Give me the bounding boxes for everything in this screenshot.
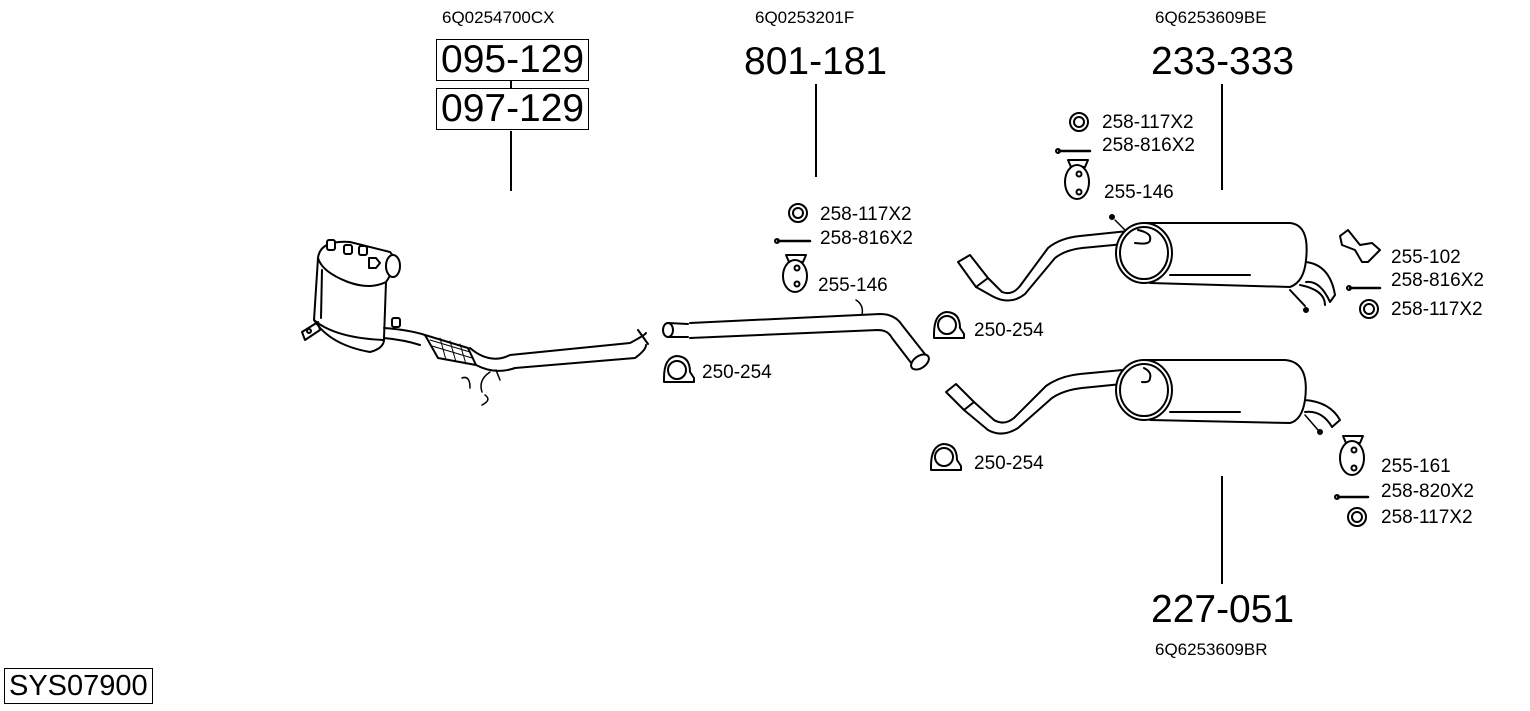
clamp-icon (933, 311, 965, 339)
pipe-oe-number: 6Q0253201F (755, 8, 855, 27)
ring-icon (792, 207, 804, 219)
ring-icon (788, 203, 808, 223)
rear-silencer-lower[interactable] (945, 359, 1341, 435)
system-code: SYS07900 (4, 668, 153, 704)
leader-line (815, 84, 817, 177)
leader-line (510, 131, 512, 191)
silencer-lower-part-number[interactable]: 227-051 (1151, 588, 1295, 631)
clamp-icon (663, 355, 695, 383)
ring-icon (1069, 112, 1089, 132)
ring-icon (1347, 507, 1367, 527)
bolt-icon (1334, 494, 1370, 500)
leader-line (1221, 84, 1223, 190)
accessory-label[interactable]: 258-816X2 (1102, 135, 1195, 156)
dpf-oe-number: 6Q0254700CX (442, 8, 555, 27)
accessory-label[interactable]: 258-816X2 (1391, 270, 1484, 291)
accessory-label[interactable]: 258-117X2 (1381, 507, 1473, 528)
silencer-upper-oe-number: 6Q6253609BE (1155, 8, 1267, 27)
clamp-icon (930, 443, 962, 471)
rubber-hanger-icon (1339, 435, 1365, 476)
accessory-label[interactable]: 258-117X2 (1102, 112, 1194, 133)
accessory-label[interactable]: 250-254 (702, 362, 772, 383)
accessory-label[interactable]: 255-161 (1381, 456, 1451, 477)
accessory-label[interactable]: 258-117X2 (1391, 299, 1483, 320)
diesel-particulate-filter[interactable] (301, 239, 649, 406)
accessory-label[interactable]: 255-146 (1104, 182, 1174, 203)
pipe-part-number[interactable]: 801-181 (744, 40, 888, 83)
accessory-label[interactable]: 250-254 (974, 320, 1044, 341)
rubber-hanger-icon (1064, 159, 1090, 200)
accessory-label[interactable]: 255-102 (1391, 247, 1461, 268)
rubber-hanger-icon (782, 254, 808, 293)
ring-icon (1359, 299, 1379, 319)
connector-line (510, 80, 512, 88)
rear-silencer-upper[interactable] (957, 214, 1336, 313)
dpf-part-number-1[interactable]: 095-129 (436, 39, 590, 81)
bolt-icon (774, 238, 812, 244)
leader-line (1221, 476, 1223, 584)
dpf-part-number-2[interactable]: 097-129 (436, 88, 590, 130)
accessory-label[interactable]: 258-820X2 (1381, 481, 1474, 502)
accessory-label[interactable]: 250-254 (974, 453, 1044, 474)
bolt-icon (1055, 148, 1092, 154)
intermediate-pipe[interactable] (662, 299, 932, 373)
accessory-label[interactable]: 258-117X2 (820, 204, 912, 225)
silencer-lower-oe-number: 6Q6253609BR (1155, 640, 1268, 659)
accessory-label[interactable]: 258-816X2 (820, 228, 913, 249)
silencer-upper-part-number[interactable]: 233-333 (1151, 40, 1295, 83)
accessory-label[interactable]: 255-146 (818, 275, 888, 296)
bolt-icon (1346, 285, 1382, 291)
bracket-icon (1339, 229, 1381, 263)
